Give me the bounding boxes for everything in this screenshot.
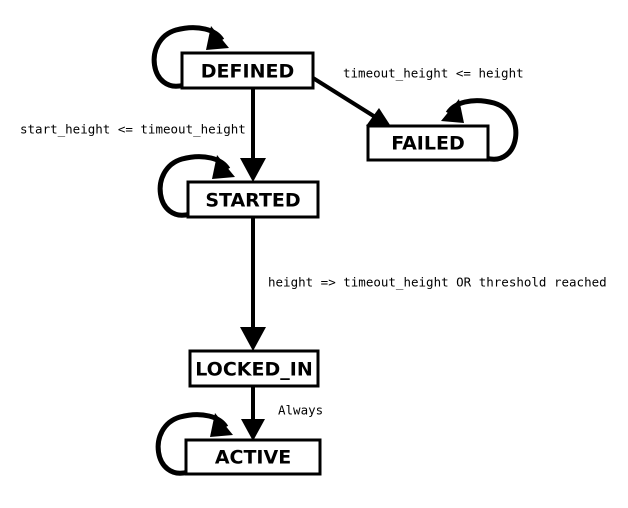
edge-started-to-locked-in-arrowhead [240,327,266,351]
edge-defined-to-started-arrowhead [240,158,266,182]
edge-defined-to-failed: timeout_height <= height [311,66,524,128]
edge-defined-to-failed-line [311,76,382,122]
self-loop-started [157,154,235,218]
state-node-started[interactable]: STARTED [186,180,320,219]
edge-locked-in-to-active: Always [241,386,323,441]
state-node-defined[interactable]: DEFINED [180,51,315,90]
edge-label-locked-in-to-active: Always [278,403,323,418]
edge-started-to-locked-in: height => timeout_height OR threshold re… [240,217,607,351]
state-label-defined: DEFINED [201,61,294,83]
state-node-failed[interactable]: FAILED [366,124,490,162]
edge-defined-to-failed-arrowhead [366,108,392,128]
state-node-active[interactable]: ACTIVE [184,438,322,476]
self-loop-active [155,412,233,476]
self-loop-defined-arrowhead [206,26,229,50]
state-box-locked-in-rect[interactable] [188,349,320,388]
state-box-failed-rect[interactable] [366,124,490,162]
state-box-defined-rect[interactable] [180,51,315,90]
self-loop-defined [151,25,229,89]
state-box-started-rect[interactable] [186,180,320,219]
self-loop-failed [441,98,519,162]
edge-defined-to-started: start_height <= timeout_height [20,88,266,182]
state-box-active-rect[interactable] [184,438,322,476]
state-label-active: ACTIVE [215,447,291,469]
self-loop-failed-arrowhead [441,99,464,123]
state-label-started: STARTED [205,190,300,212]
state-label-locked-in: LOCKED_IN [195,359,312,381]
edge-locked-in-to-active-arrowhead [241,419,265,441]
edge-label-started-to-locked-in: height => timeout_height OR threshold re… [268,275,607,290]
edge-label-defined-to-failed: timeout_height <= height [343,66,524,81]
self-loop-active-arrowhead [210,413,233,437]
state-node-locked-in[interactable]: LOCKED_IN [188,349,320,388]
state-label-failed: FAILED [391,133,464,155]
self-loop-started-arrowhead [212,155,235,179]
edge-label-defined-to-started: start_height <= timeout_height [20,122,246,137]
